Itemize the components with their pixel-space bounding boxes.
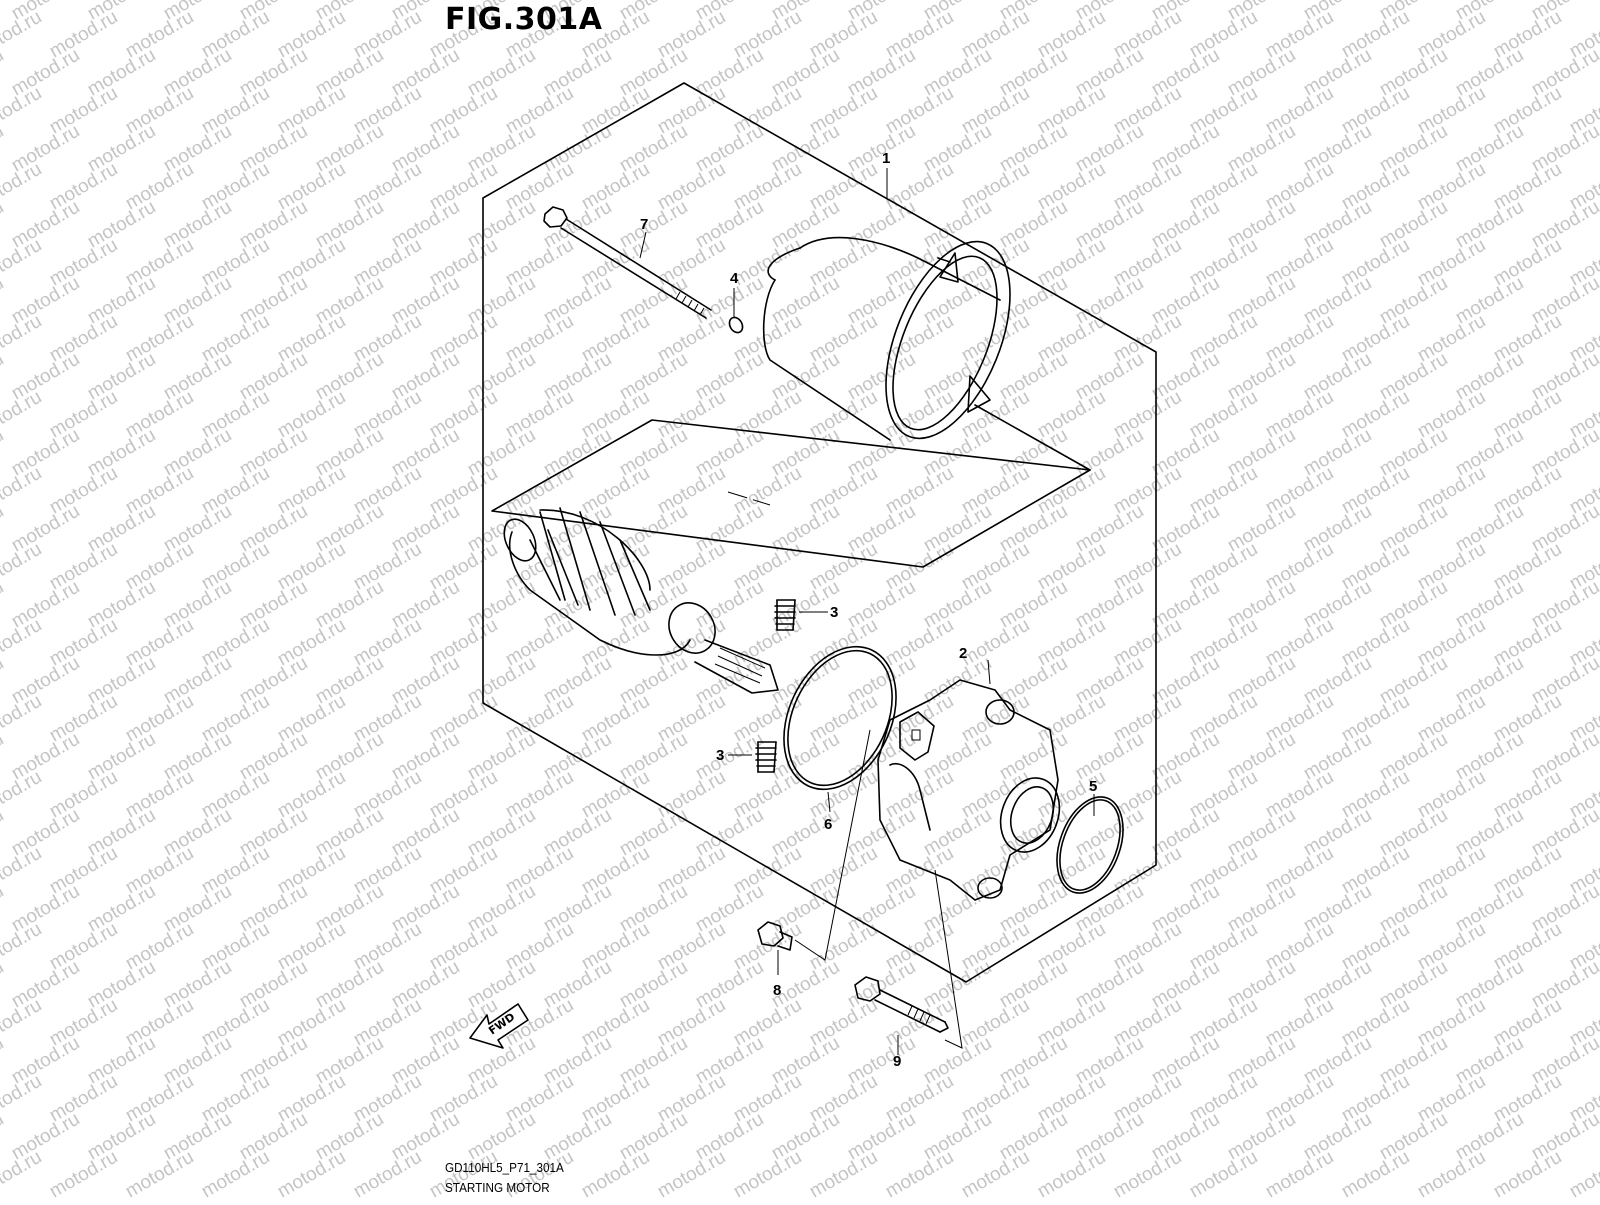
watermark-text: motod.ru (0, 843, 45, 899)
watermark-text: motod.ru (0, 273, 7, 329)
watermark-text: motod.ru (274, 1147, 349, 1200)
watermark-text: motod.ru (0, 463, 45, 519)
o-ring-small (1056, 796, 1124, 894)
figure-title: FIG.301A (445, 2, 603, 37)
watermark-text: motod.ru (1414, 1147, 1489, 1200)
watermark-text: motod.ru (882, 1147, 957, 1200)
watermark-text: motod.ru (0, 881, 7, 937)
watermark-text: motod.ru (1186, 1147, 1261, 1200)
mounting-bolt (854, 976, 949, 1033)
bolt (757, 921, 793, 951)
long-bolt (543, 206, 712, 319)
watermark-text: motod.ru (0, 45, 7, 101)
watermark-text: motod.ru (0, 501, 7, 557)
assembly-outline (482, 82, 1157, 983)
watermark-text: motod.ru (0, 653, 7, 709)
watermark-text: motod.ru (0, 615, 45, 671)
watermark-text: motod.ru (0, 995, 45, 1051)
watermark-text: motod.ru (1490, 1147, 1565, 1200)
watermark-text: motod.ru (0, 1071, 45, 1127)
o-ring-large (783, 645, 897, 791)
watermark-text: motod.ru (1262, 1147, 1337, 1200)
watermark-text: motod.ru (0, 425, 7, 481)
leader-lines (639, 168, 1095, 1055)
watermark-text: motod.ru (958, 1147, 1033, 1200)
watermark-text: motod.ru (578, 1147, 653, 1200)
callout-1: 1 (882, 150, 890, 167)
watermark-text: motod.ru (1338, 1147, 1413, 1200)
watermark-text: motod.ru (1110, 1147, 1185, 1200)
watermark-text: motod.ru (730, 1147, 805, 1200)
figure-caption: STARTING MOTOR (445, 1180, 550, 1195)
watermark-text: motod.ru (0, 805, 7, 861)
spring-lower (755, 741, 777, 773)
watermark-text: motod.ru (0, 691, 45, 747)
motor-yoke (762, 236, 1011, 441)
watermark-text: motod.ru (0, 729, 7, 785)
callout-5: 5 (1089, 778, 1097, 795)
watermark-text: motod.ru (0, 7, 45, 63)
watermark-text: motod.ru (350, 1147, 425, 1200)
watermark-text: motod.ru (0, 577, 7, 633)
callout-3-lower: 3 (716, 747, 724, 764)
watermark-text: motod.ru (0, 121, 7, 177)
alignment-dash (727, 491, 771, 506)
watermark-text: motod.ru (198, 1147, 273, 1200)
watermark-text: motod.ru (0, 235, 45, 291)
watermark-text: motod.ru (0, 311, 45, 367)
watermark-text: motod.ru (1566, 1147, 1600, 1200)
alignment-line (974, 404, 1091, 471)
callout-3-upper: 3 (830, 604, 838, 621)
callout-9: 9 (893, 1053, 901, 1070)
watermark-text: motod.ru (46, 1147, 121, 1200)
callout-8: 8 (773, 982, 781, 999)
watermark-text: motod.ru (122, 1147, 197, 1200)
watermark-text: motod.ru (0, 83, 45, 139)
callout-2: 2 (959, 645, 967, 662)
watermark-text: motod.ru (1034, 1147, 1109, 1200)
watermark-text: motod.ru (0, 387, 45, 443)
watermark-text: motod.ru (0, 1147, 45, 1200)
watermark-text: motod.ru (0, 159, 45, 215)
callout-4: 4 (730, 270, 739, 287)
spring-upper (774, 599, 796, 631)
watermark-text: motod.ru (806, 1147, 881, 1200)
watermark-text: motod.ru (0, 919, 45, 975)
washer (728, 316, 744, 334)
callout-7: 7 (640, 216, 648, 233)
end-cover (877, 679, 1061, 901)
watermark-text: motod.ru (0, 349, 7, 405)
watermark-text: motod.ru (0, 539, 45, 595)
watermark-text: motod.ru (0, 1033, 7, 1089)
watermark-text: motod.ru (0, 0, 7, 24)
figure-code: GD110HL5_P71_301A (445, 1160, 564, 1175)
watermark-text: motod.ru (654, 1147, 729, 1200)
watermark-text: motod.ru (0, 1109, 7, 1165)
callout-6: 6 (824, 816, 832, 833)
armature (503, 507, 779, 694)
watermark-text: motod.ru (0, 957, 7, 1013)
watermark-text: motod.ru (0, 197, 7, 253)
watermark-text: motod.ru (0, 767, 45, 823)
